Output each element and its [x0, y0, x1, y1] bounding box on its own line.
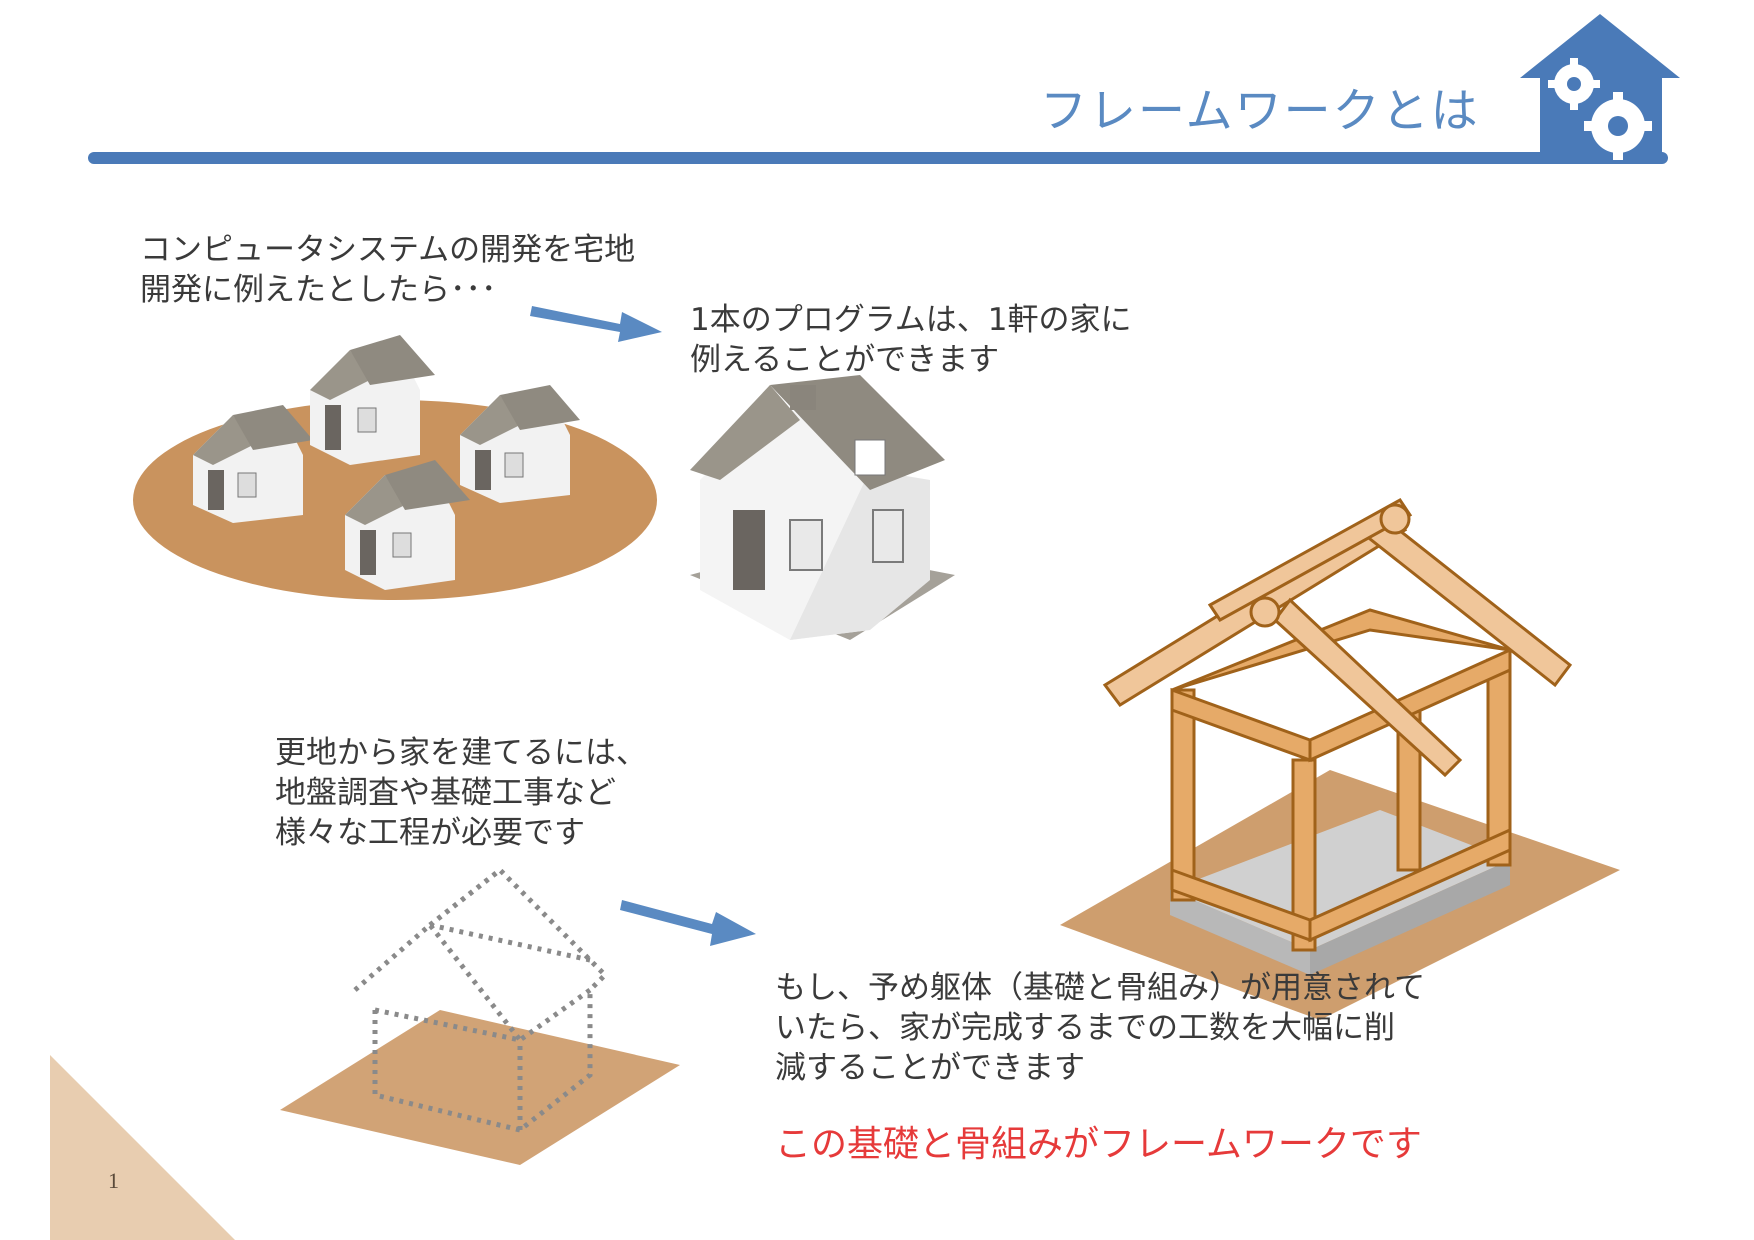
dotted-house-outline-illustration	[280, 866, 680, 1165]
land-line: 地盤調査や基礎工事など	[275, 775, 616, 811]
house-illustration	[690, 375, 955, 640]
land-text: 更地から家を建てるには、 地盤調査や基礎工事など 様々な工程が必要です	[275, 733, 647, 853]
program-text: 1本のプログラムは、1軒の家に 例えることができます	[690, 300, 1132, 380]
frame-line: もし、予め躯体（基礎と骨組み）が用意されて	[775, 970, 1426, 1006]
header-bar	[88, 152, 1668, 164]
frame-line: 減することができます	[775, 1050, 1085, 1086]
arrow-right-icon	[620, 900, 756, 946]
page-number: 1	[108, 1168, 119, 1193]
frame-text: もし、予め躯体（基礎と骨組み）が用意されて いたら、家が完成するまでの工数を大幅…	[775, 968, 1425, 1088]
page-title: フレームワークとは	[1040, 84, 1480, 139]
house-gear-icon	[1520, 14, 1680, 160]
corner-decoration	[50, 1055, 235, 1240]
arrow-right-icon	[530, 306, 662, 342]
land-line: 様々な工程が必要です	[275, 815, 585, 851]
houses-cluster-illustration	[133, 335, 657, 600]
program-line: 例えることができます	[690, 342, 1000, 378]
timber-frame-illustration	[1060, 498, 1620, 1020]
intro-line: 開発に例えたとしたら･･･	[140, 272, 497, 308]
frame-line: いたら、家が完成するまでの工数を大幅に削	[775, 1010, 1395, 1046]
program-line: 1本のプログラムは、1軒の家に	[690, 302, 1132, 338]
intro-text: コンピュータシステムの開発を宅地 開発に例えたとしたら･･･	[140, 230, 635, 310]
intro-line: コンピュータシステムの開発を宅地	[140, 232, 636, 268]
land-line: 更地から家を建てるには、	[275, 735, 647, 771]
conclusion-text: この基礎と骨組みがフレームワークです	[775, 1124, 1422, 1165]
